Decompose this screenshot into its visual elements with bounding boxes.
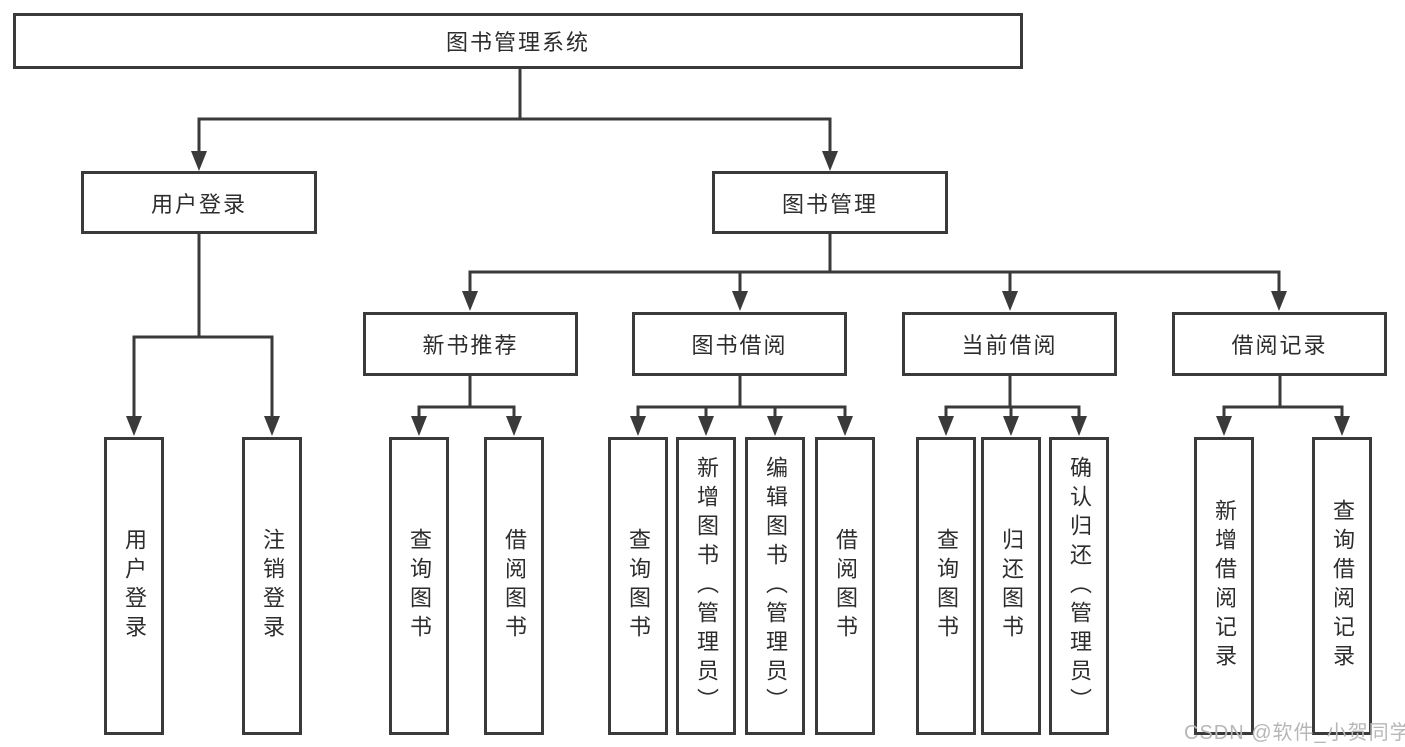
connector-shafts [132,67,1344,421]
leaf-user-login: 用户登录 [104,437,164,735]
csdn-watermark: CSDN @软件_小贺同学 [1184,722,1405,744]
node-book-borrow: 图书借阅 [632,312,847,376]
leaf-logout: 注销登录 [242,437,302,735]
node-borrow-records: 借阅记录 [1172,312,1387,376]
arrowhead [1002,291,1018,311]
connector-path [132,67,1344,421]
arrowhead [822,151,838,171]
arrowhead [732,291,748,311]
leaf-add-borrow-record: 新增借阅记录 [1194,437,1254,735]
leaf-edit-book-admin: 编辑图书（管理员） [745,437,805,735]
arrowhead [1334,416,1350,436]
leaf-confirm-return-admin: 确认归还（管理员） [1049,437,1109,735]
node-current-borrow: 当前借阅 [902,312,1117,376]
leaf-query-books-1: 查询图书 [389,437,449,735]
arrowhead [411,416,427,436]
arrowhead [698,416,714,436]
arrowhead [630,416,646,436]
arrowhead [1003,416,1019,436]
node-book-management: 图书管理 [712,171,948,234]
node-new-book-recommend: 新书推荐 [363,312,578,376]
leaf-return-book: 归还图书 [981,437,1041,735]
leaf-borrow-books-2: 借阅图书 [815,437,875,735]
arrowhead [506,416,522,436]
arrowhead [191,151,207,171]
leaf-query-books-2: 查询图书 [608,437,668,735]
leaf-query-books-3: 查询图书 [916,437,976,735]
leaf-add-book-admin: 新增图书（管理员） [676,437,736,735]
arrowhead [1071,416,1087,436]
arrowhead [1271,291,1287,311]
leaf-borrow-books-1: 借阅图书 [484,437,544,735]
arrowhead [938,416,954,436]
arrowhead [1216,416,1232,436]
arrowhead [264,416,280,436]
node-user-login: 用户登录 [81,171,317,234]
node-library-system: 图书管理系统 [13,13,1023,69]
connector-arrowheads [126,151,1350,436]
arrowhead [767,416,783,436]
leaf-query-borrow-record: 查询借阅记录 [1312,437,1372,735]
arrowhead [837,416,853,436]
arrowhead [126,416,142,436]
arrowhead [462,291,478,311]
